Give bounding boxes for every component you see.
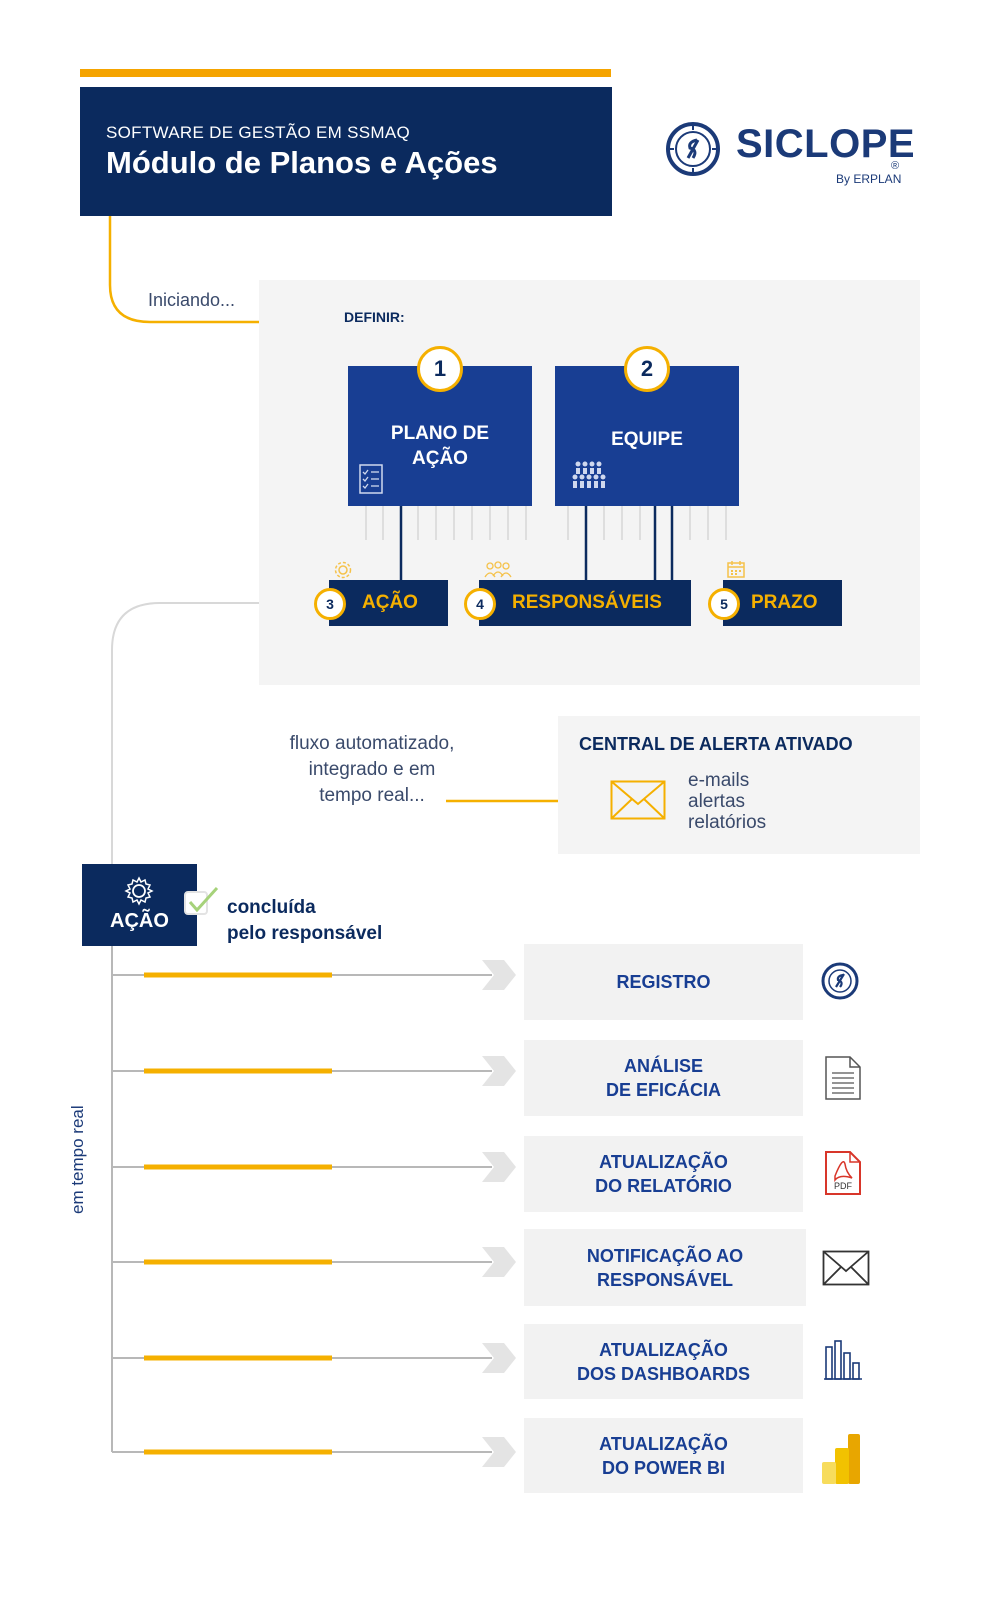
plano-de-acao-box: PLANO DE AÇÃO — [348, 366, 532, 506]
gear-icon — [124, 876, 154, 906]
prazo-sub-label: PRAZO — [751, 592, 818, 613]
logo-by: By ERPLAN — [836, 172, 902, 186]
prazo-sub-box: PRAZO — [723, 580, 842, 626]
step-connector — [112, 1152, 516, 1182]
pdf-icon: PDF — [824, 1150, 862, 1196]
step-atualizacao-dashboards: ATUALIZAÇÃO DOS DASHBOARDS — [524, 1324, 803, 1399]
header-subtitle: SOFTWARE DE GESTÃO EM SSMAQ — [106, 123, 411, 142]
team-icon — [572, 461, 606, 488]
acao-sub-box: AÇÃO — [329, 580, 448, 626]
power-bi-icon — [822, 1434, 860, 1484]
alert-title: CENTRAL DE ALERTA ATIVADO — [579, 734, 853, 754]
step-number-4: 4 — [464, 588, 496, 620]
alert-center-panel: CENTRAL DE ALERTA ATIVADO e-mails alerta… — [558, 716, 920, 854]
step-connector — [112, 960, 516, 990]
step-label-line2: RESPONSÁVEL — [596, 1269, 734, 1290]
step-number-2: 2 — [624, 346, 670, 392]
envelope-icon — [822, 1250, 870, 1286]
alert-item-emails: e-mails — [688, 770, 750, 791]
step-label-line1: ATUALIZAÇÃO — [599, 1433, 728, 1454]
top-accent-bar — [80, 69, 611, 77]
step-label-line1: ANÁLISE — [623, 1056, 703, 1076]
flow-line2: integrado e em — [308, 759, 436, 780]
responsaveis-sub-box: RESPONSÁVEIS — [479, 580, 691, 626]
logo-name: SICLOPE — [736, 122, 916, 166]
step-label-line2: DOS DASHBOARDS — [576, 1363, 750, 1384]
siclope-logo: SICLOPE ® By ERPLAN — [664, 116, 924, 196]
action-box: AÇÃO — [82, 864, 197, 946]
define-label: DEFINIR: — [344, 309, 405, 325]
acao-sub-label: AÇÃO — [362, 592, 418, 613]
step-label-line2: DO POWER BI — [601, 1457, 725, 1478]
flow-description: fluxo automatizado, integrado e em tempo… — [262, 731, 482, 809]
step-registro: REGISTRO — [524, 944, 803, 1020]
realtime-label: em tempo real — [68, 1105, 87, 1214]
step-analise-eficacia: ANÁLISE DE EFICÁCIA — [524, 1040, 803, 1116]
step-number-5: 5 — [708, 588, 740, 620]
action-label: AÇÃO — [110, 910, 169, 932]
people-icon — [484, 561, 512, 578]
alert-item-alertas: alertas — [688, 791, 746, 812]
step-notificacao-responsavel: NOTIFICAÇÃO AO RESPONSÁVEL — [524, 1229, 806, 1306]
plano-de-acao-label-line2: AÇÃO — [412, 448, 468, 469]
envelope-icon — [610, 780, 666, 820]
siclope-icon — [821, 962, 859, 1000]
step-label-line1: ATUALIZAÇÃO — [599, 1339, 728, 1360]
header-banner: SOFTWARE DE GESTÃO EM SSMAQ Módulo de Pl… — [80, 87, 612, 216]
logo-registered: ® — [891, 160, 900, 172]
start-label: Iniciando... — [148, 290, 236, 310]
document-icon — [825, 1056, 861, 1100]
responsaveis-sub-label: RESPONSÁVEIS — [512, 592, 662, 613]
header-title: Módulo de Planos e Ações — [106, 145, 498, 180]
step-connector — [112, 1056, 516, 1086]
flow-line1: fluxo automatizado, — [289, 733, 455, 754]
flow-line3: tempo real... — [319, 785, 425, 806]
step-label-line2: DE EFICÁCIA — [605, 1080, 721, 1100]
step-label-line1: ATUALIZAÇÃO — [599, 1152, 728, 1172]
step-number-3: 3 — [314, 588, 346, 620]
action-status-line2: pelo responsável — [227, 923, 383, 944]
step-atualizacao-power-bi: ATUALIZAÇÃO DO POWER BI — [524, 1418, 803, 1493]
alert-item-relatorios: relatórios — [688, 812, 767, 833]
bar-chart-icon — [824, 1340, 862, 1380]
step-connector — [112, 1437, 516, 1467]
action-status: concluída pelo responsável — [227, 895, 382, 947]
pdf-icon-shape — [825, 1151, 861, 1195]
step-label: REGISTRO — [616, 972, 711, 992]
equipe-label: EQUIPE — [611, 429, 683, 450]
checklist-icon — [359, 464, 383, 494]
plano-de-acao-label-line1: PLANO DE — [390, 423, 490, 444]
step-atualizacao-relatorio: ATUALIZAÇÃO DO RELATÓRIO — [524, 1136, 803, 1212]
gear-icon — [334, 561, 352, 579]
pdf-icon-text: PDF — [834, 1181, 852, 1191]
check-icon — [184, 886, 219, 915]
action-status-line1: concluída — [227, 897, 316, 918]
calendar-icon — [727, 561, 745, 578]
step-label-line2: DO RELATÓRIO — [595, 1176, 732, 1196]
step-connector — [112, 1343, 516, 1373]
step-number-1: 1 — [417, 346, 463, 392]
step-connector — [112, 1247, 516, 1277]
siclope-logo-icon — [666, 122, 720, 176]
step-label-line1: NOTIFICAÇÃO AO — [586, 1245, 744, 1266]
